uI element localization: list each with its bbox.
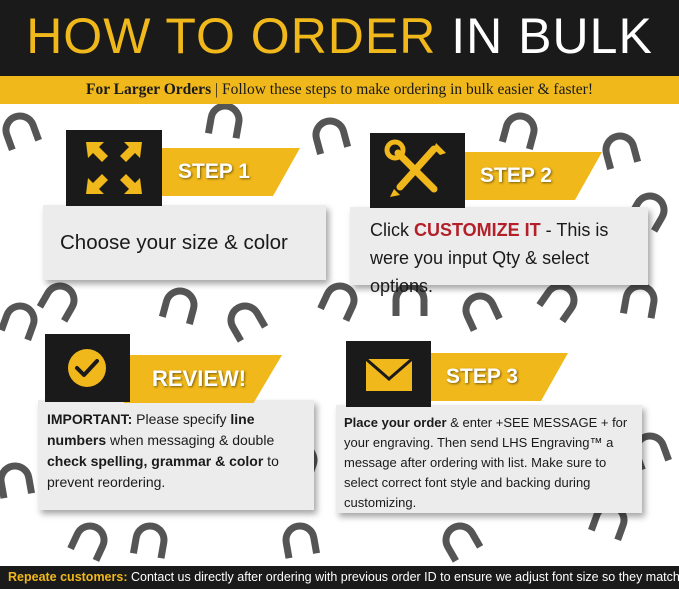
step-1-icon-box	[66, 130, 162, 206]
subtitle-bar: For Larger Orders | Follow these steps t…	[0, 76, 679, 104]
step-3-text-rest: & enter +SEE MESSAGE + for your engravin…	[344, 415, 628, 510]
step-3-body	[336, 405, 642, 513]
expand-arrows-icon	[86, 142, 142, 194]
subtitle-rest: | Follow these steps to make ordering in…	[211, 81, 594, 98]
horseshoe-icon	[392, 282, 428, 316]
subtitle-bold: For Larger Orders	[85, 81, 212, 98]
important-label: IMPORTANT:	[47, 411, 133, 427]
step-2-label: STEP 2	[452, 152, 602, 200]
review-label: REVIEW!	[124, 355, 282, 403]
horseshoe-icon	[536, 282, 578, 324]
customize-it-highlight: CUSTOMIZE IT	[414, 220, 541, 240]
horseshoe-icon	[0, 302, 38, 342]
horseshoe-icon	[67, 522, 108, 562]
review-text-3-bold: check spelling, grammar & color	[47, 453, 264, 469]
horseshoe-icon	[0, 462, 36, 499]
step-2-body	[350, 207, 648, 285]
header-banner: HOW TO ORDER IN BULK	[0, 0, 679, 76]
horseshoe-icon	[462, 292, 503, 332]
horseshoe-icon	[36, 282, 78, 323]
footer-rest: Contact us directly after ordering with …	[127, 570, 679, 584]
horseshoe-icon	[442, 522, 484, 563]
title-part-1: HOW TO ORDER	[26, 8, 437, 64]
review-icon-box	[45, 334, 130, 402]
envelope-icon	[365, 357, 413, 391]
checkmark-icon	[68, 349, 106, 387]
step-1-text: Choose your size & color	[60, 231, 288, 254]
review-text: IMPORTANT: Please specify line numbers w…	[47, 409, 309, 493]
step-1-label: STEP 1	[150, 148, 300, 196]
review-text-2: when messaging & double	[106, 432, 275, 448]
horseshoe-icon	[158, 287, 198, 325]
horseshoe-icon	[227, 302, 269, 343]
horseshoe-icon	[317, 282, 358, 322]
horseshoe-icon	[204, 102, 243, 139]
step-2-text-suffix: - This is were you input Qty & select op…	[370, 220, 609, 296]
place-order-bold: Place your order	[344, 415, 447, 430]
tools-icon	[384, 139, 446, 197]
footer-bar: Repeate customers: Contact us directly a…	[0, 566, 679, 589]
review-text-2-bold: line numbers	[47, 411, 255, 448]
horseshoe-icon	[602, 132, 642, 170]
horseshoe-icon	[2, 112, 42, 152]
step-1-body	[43, 205, 326, 280]
review-text-4: to prevent reordering.	[47, 453, 279, 490]
horseshoe-icon	[129, 522, 168, 559]
horseshoe-icon	[282, 522, 321, 559]
step-3-icon-box	[346, 341, 431, 407]
horseshoe-icon	[498, 112, 538, 150]
horseshoe-icon	[626, 192, 668, 233]
step-3-text: Place your order & enter +SEE MESSAGE + …	[344, 413, 638, 513]
footer-bold: Repeate customers:	[8, 570, 128, 584]
step-2-text: Click CUSTOMIZE IT - This is were you in…	[370, 216, 645, 300]
step-2-icon-box	[370, 133, 465, 208]
title-part-2: IN BULK	[451, 8, 653, 64]
review-body	[38, 400, 314, 510]
horseshoe-icon	[619, 282, 658, 319]
horseshoe-icon	[312, 117, 352, 155]
page-title: HOW TO ORDER IN BULK	[0, 6, 679, 66]
review-text-1: Please specify	[132, 411, 231, 427]
step-2-text-prefix: Click	[370, 220, 414, 240]
step-3-label: STEP 3	[418, 353, 568, 401]
